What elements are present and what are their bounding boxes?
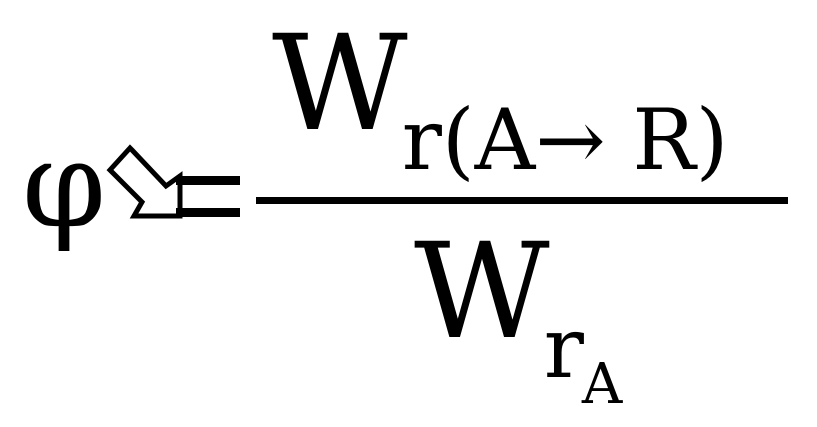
fraction-denominator: WrA [414,226,622,413]
denominator-subscript: r [543,299,584,397]
phi-symbol: φ [22,116,107,255]
denominator-subsubscript: A [581,352,623,417]
fraction-numerator: Wr(A→ R) [272,18,728,182]
numerator-subscript: r(A→ R) [401,91,729,189]
arrow-equals-icon [106,144,240,219]
fraction-bar [256,197,788,204]
denominator-letter: W [414,215,550,369]
numerator-letter: W [272,7,408,161]
